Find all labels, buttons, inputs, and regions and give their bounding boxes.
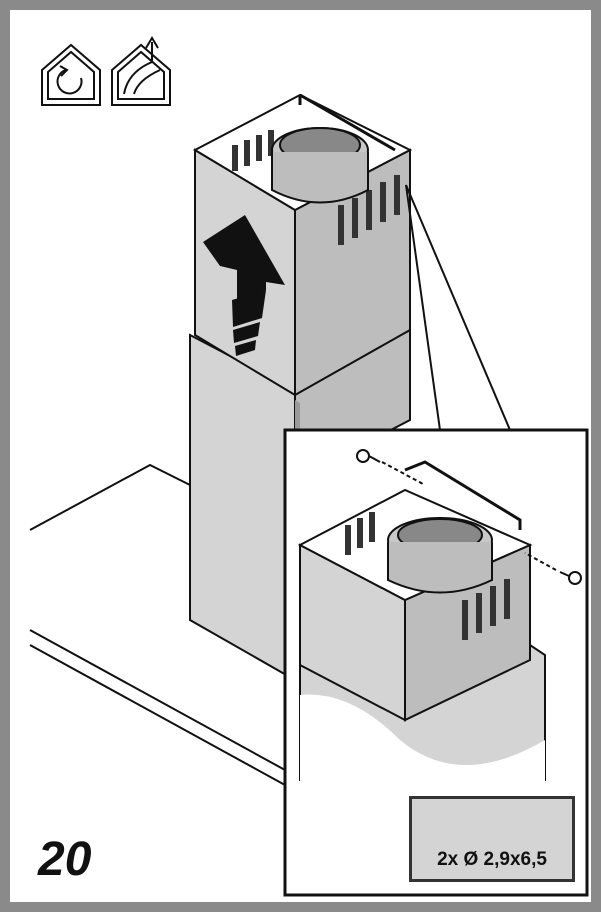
extraction-mode-icon: [111, 36, 171, 106]
detail-screw-right: [524, 552, 582, 585]
hood-canopy: [29, 463, 286, 786]
recirculation-mode-icon: [41, 43, 101, 106]
step-number: 20: [38, 833, 92, 886]
screw-spec-label: 2x Ø 2,9x6,5: [437, 849, 547, 870]
chimney: [189, 93, 413, 682]
up-arrow-icon: [203, 215, 285, 356]
screw-spec-box: 2x Ø 2,9x6,5: [409, 796, 575, 882]
detail-chimney: [297, 460, 546, 790]
detail-screw-left: [356, 449, 426, 486]
